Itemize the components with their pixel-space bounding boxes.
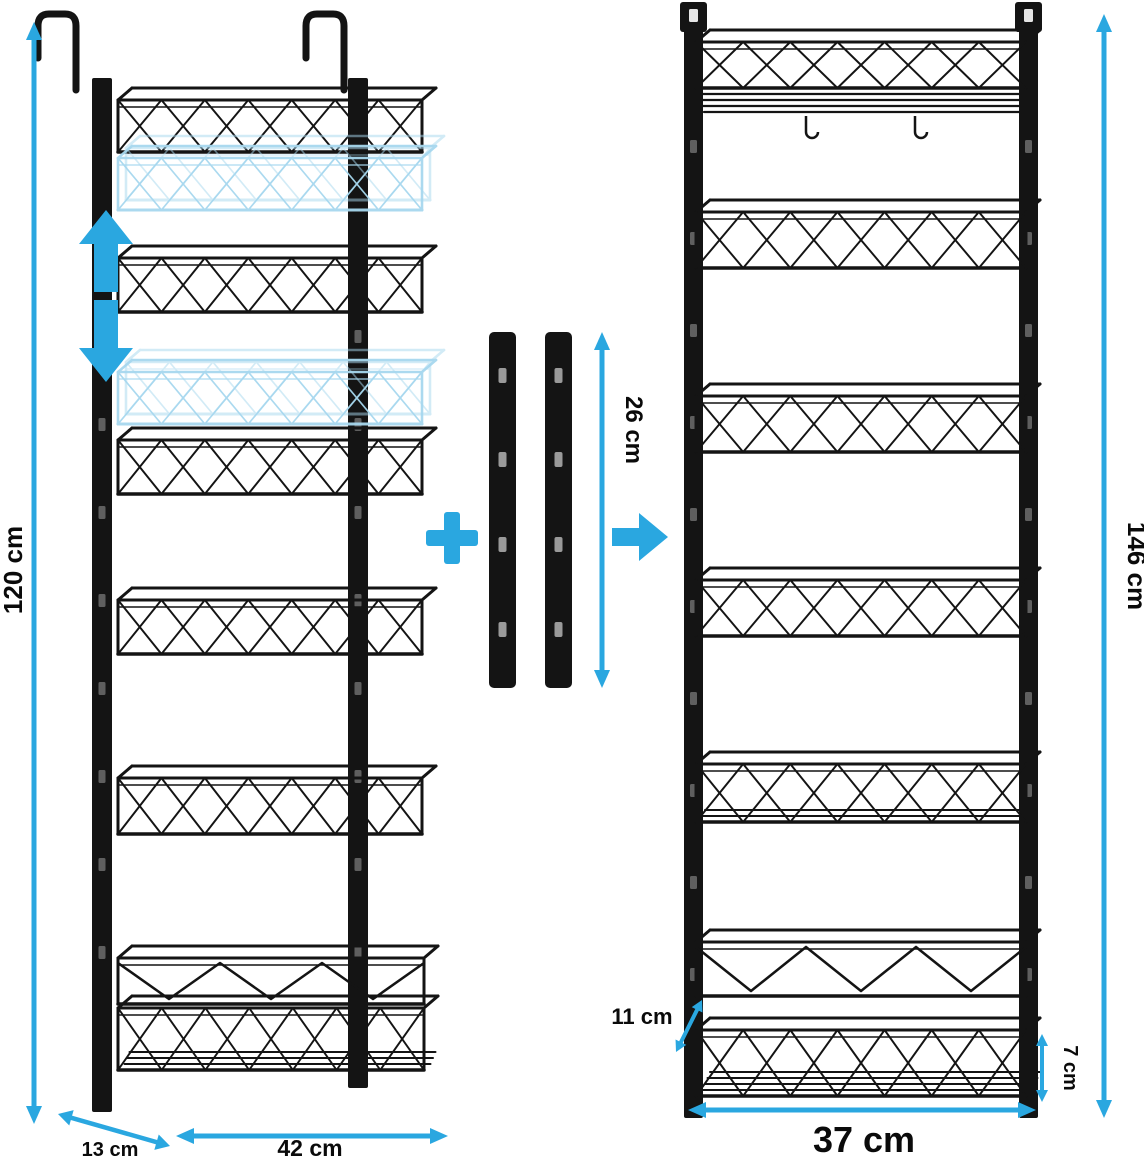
left-basket-6-upper xyxy=(116,944,440,1006)
extension-length-dimension xyxy=(594,332,610,688)
rail-slot xyxy=(690,508,697,521)
left-rack-width-label: 42 cm xyxy=(277,1135,342,1160)
extension-rail-1 xyxy=(489,332,516,688)
right-basket-2 xyxy=(694,198,1042,270)
right-basket-7 xyxy=(694,1016,1042,1098)
left-width-dimension xyxy=(176,1128,448,1144)
over-door-hook xyxy=(302,10,348,94)
hanging-hook xyxy=(913,116,929,140)
right-basket-3 xyxy=(694,382,1042,454)
extension-rail-hole xyxy=(498,537,507,552)
rail-slot xyxy=(354,858,362,871)
plus-icon xyxy=(426,512,478,564)
rail-slot xyxy=(690,876,697,889)
right-basket-1 xyxy=(694,28,1042,114)
ghost-basket-1-echo xyxy=(124,134,446,202)
rail-slot xyxy=(98,858,106,871)
extension-rail-length-label: 26 cm xyxy=(620,396,647,464)
rail-slot xyxy=(354,946,362,959)
rail-hook-slot xyxy=(689,9,698,22)
rail-slot xyxy=(1025,324,1032,337)
rail-slot xyxy=(690,324,697,337)
rail-slot xyxy=(98,506,106,519)
basket-depth-dimension xyxy=(675,1000,703,1052)
left-height-dimension xyxy=(26,22,42,1124)
left-basket-4 xyxy=(116,586,438,656)
diagram-shapes xyxy=(26,2,1112,1150)
extension-rail-hole xyxy=(554,452,563,467)
ghost-basket-2-echo xyxy=(124,348,446,416)
left-rack-height-label: 120 cm xyxy=(0,526,28,614)
right-basket-5 xyxy=(694,750,1042,824)
rail-slot xyxy=(1025,692,1032,705)
rail-slot xyxy=(1025,508,1032,521)
rail-slot xyxy=(98,682,106,695)
extension-rail-hole xyxy=(554,622,563,637)
rail-slot xyxy=(354,682,362,695)
rail-slot xyxy=(354,330,362,343)
rail-slot xyxy=(1025,876,1032,889)
extension-rail-hole xyxy=(554,368,563,383)
arrow-right-icon xyxy=(612,513,668,561)
left-rack-depth-label: 13 cm xyxy=(82,1139,139,1160)
basket-lip-height-label: 7 cm xyxy=(1059,1045,1081,1091)
right-basket-6 xyxy=(694,928,1042,998)
extension-rail-2 xyxy=(545,332,572,688)
left-rack-right-rail xyxy=(348,78,368,1088)
extension-rail-hole xyxy=(554,537,563,552)
rail-slot xyxy=(690,692,697,705)
right-width-dimension xyxy=(688,1102,1036,1118)
rail-slot xyxy=(690,140,697,153)
right-rack-right-rail xyxy=(1019,10,1038,1118)
extension-rail-hole xyxy=(498,368,507,383)
over-door-hook xyxy=(34,10,80,94)
basket-lip-dimension xyxy=(1036,1034,1048,1102)
left-basket-1 xyxy=(116,86,438,154)
extension-rail-hole xyxy=(498,622,507,637)
right-rack-width-label: 37 cm xyxy=(813,1119,915,1160)
extension-rail-hole xyxy=(498,452,507,467)
arrow-up-icon xyxy=(79,210,133,292)
left-depth-dimension xyxy=(58,1110,170,1150)
basket-depth-label: 11 cm xyxy=(611,1004,672,1029)
rail-slot xyxy=(98,770,106,783)
rail-slot xyxy=(354,506,362,519)
left-basket-2 xyxy=(116,244,438,314)
hanging-hook xyxy=(804,116,820,140)
right-rack-height-label: 146 cm xyxy=(1122,522,1144,610)
right-height-dimension xyxy=(1096,14,1112,1118)
left-basket-5 xyxy=(116,764,438,836)
rail-slot xyxy=(98,594,106,607)
arrow-down-icon xyxy=(79,300,133,382)
rail-hook-slot xyxy=(1024,9,1033,22)
rail-slot xyxy=(1025,140,1032,153)
left-basket-3 xyxy=(116,426,438,496)
right-rack-left-rail xyxy=(684,10,703,1118)
left-basket-6-lower xyxy=(116,994,440,1072)
rail-slot xyxy=(98,418,106,431)
right-basket-4 xyxy=(694,566,1042,638)
rail-slot xyxy=(98,946,106,959)
